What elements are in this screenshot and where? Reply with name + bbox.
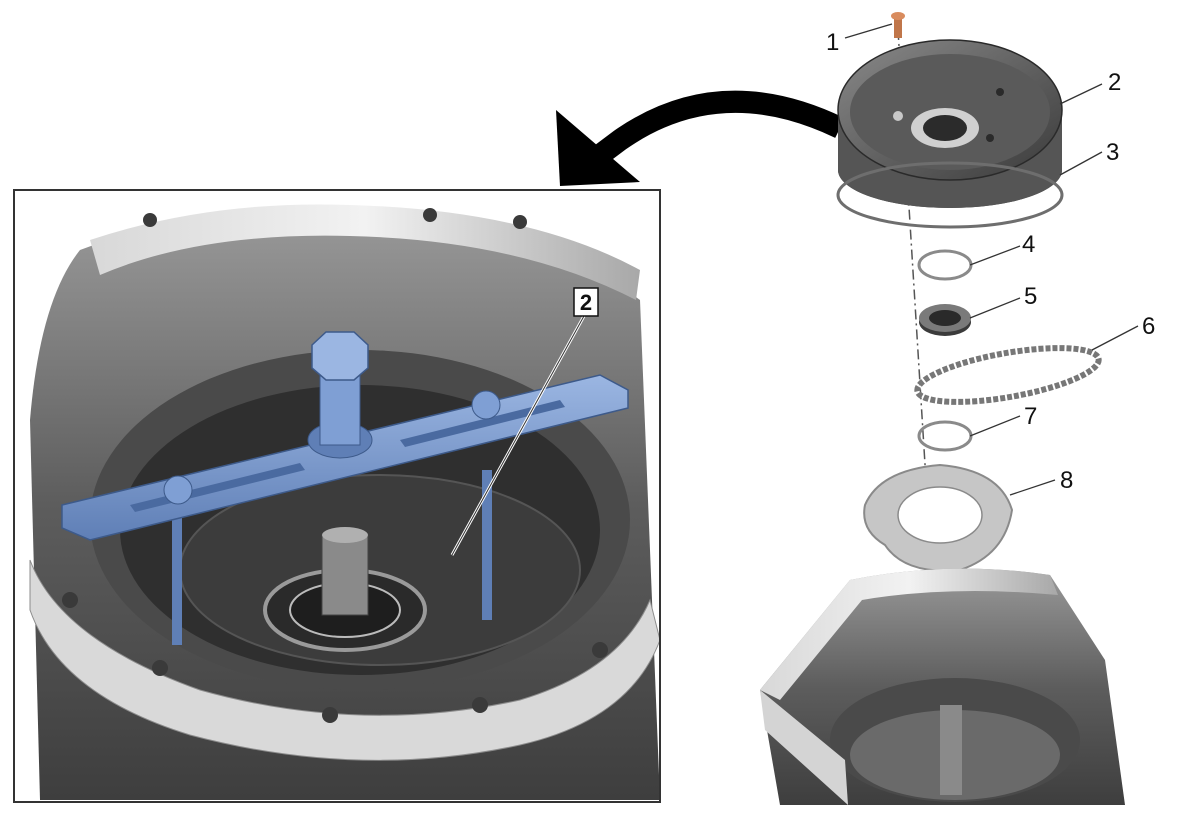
flange-bolt-holes bbox=[62, 208, 608, 723]
callout-4: 4 bbox=[1022, 231, 1035, 258]
part-pump-cover bbox=[837, 39, 1063, 208]
transfer-arrow bbox=[556, 90, 845, 186]
part-ring-4 bbox=[917, 249, 973, 281]
puller-tool bbox=[61, 331, 629, 645]
part-chain bbox=[914, 345, 1102, 405]
callout-leaders bbox=[844, 23, 1139, 496]
part-ring-7 bbox=[917, 420, 973, 452]
housing-flange bbox=[29, 559, 660, 761]
callout-7: 7 bbox=[1024, 403, 1037, 430]
callout-3: 3 bbox=[1106, 139, 1119, 166]
puller-leg-right bbox=[482, 470, 492, 620]
detail-frame bbox=[13, 189, 661, 803]
puller-hex-head bbox=[311, 331, 369, 381]
callout-5: 5 bbox=[1024, 283, 1037, 310]
housing-rim bbox=[90, 204, 640, 300]
part-bolt bbox=[891, 12, 905, 38]
detail-tag-label: 2 bbox=[580, 290, 592, 315]
puller-nut-right bbox=[471, 390, 501, 420]
callout-1: 1 bbox=[826, 29, 839, 56]
callout-6: 6 bbox=[1142, 313, 1155, 340]
callout-8: 8 bbox=[1060, 467, 1073, 494]
puller-nut-left bbox=[163, 475, 193, 505]
detail-tag-box bbox=[573, 287, 599, 317]
input-shaft bbox=[321, 534, 369, 616]
part-bearing bbox=[919, 304, 971, 336]
exploded-view: 1 2 3 4 5 6 7 8 bbox=[760, 12, 1155, 805]
part-oring-large bbox=[836, 161, 1064, 229]
puller-leg-left bbox=[172, 505, 182, 645]
part-housing bbox=[760, 568, 1125, 805]
callout-2: 2 bbox=[1108, 69, 1121, 96]
detail-view: 2 bbox=[13, 189, 661, 803]
